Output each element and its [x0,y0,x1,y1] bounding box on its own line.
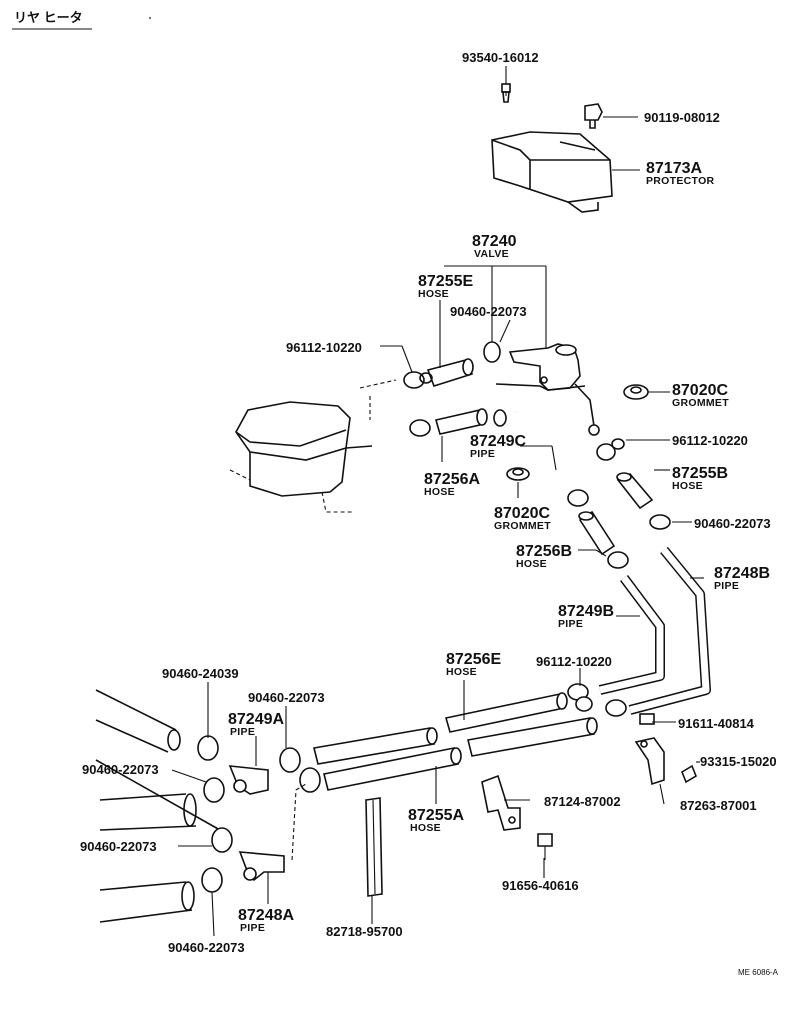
clamp-96112-a-part [403,371,433,389]
leader-lines [171,265,704,937]
label-87255b: 87255B [672,465,728,482]
seal-82718-part [365,797,383,897]
label-90460-22073-e: 90460-22073 [80,839,157,854]
label-87248b: 87248B [714,565,770,582]
label-87020c-b-name: GROMMET [494,520,551,532]
label-87249b-name: PIPE [558,618,583,630]
label-87173a: 87173A [646,160,702,177]
label-87020c-b: 87020C [494,505,550,522]
pipe-87248b-part [628,546,711,715]
label-87255a-name: HOSE [410,822,441,834]
label-87255e: 87255E [418,273,473,290]
bracket-87124-part [481,774,521,831]
hose-87256a-part [409,408,507,437]
clamp-96112-b-part [596,438,625,461]
label-90460-22073-d: 90460-22073 [82,762,159,777]
heater-unit-part [229,379,397,513]
label-90460-22073-c: 90460-22073 [248,690,325,705]
part-labels: 93540-16012 90119-08012 87173A PROTECTOR… [80,50,777,955]
label-91656-40616: 91656-40616 [502,878,579,893]
label-87020c-a-name: GROMMET [672,397,729,409]
label-87249a: 87249A [228,711,284,728]
label-87249c: 87249C [470,433,526,450]
label-87249c-name: PIPE [470,448,495,460]
label-87263-87001: 87263-87001 [680,798,757,813]
grommet-87020c-a-part [623,384,670,400]
hose-87255a-part [313,717,598,791]
label-87249b: 87249B [558,603,614,620]
label-87256e: 87256E [446,651,501,668]
bolt-90119-part [584,103,638,129]
screw-93540-part [501,66,511,103]
clamps-left-part [197,735,321,893]
pipe-87248a-part [238,783,307,882]
title-text: リヤ ヒータ [14,10,83,25]
label-87256a: 87256A [424,471,480,488]
protector-part [491,131,640,213]
label-87124-87002: 87124-87002 [544,794,621,809]
hose-87256e-part [444,692,568,733]
label-96112-10220-a: 96112-10220 [286,340,362,355]
label-91611-40814: 91611-40814 [678,716,755,731]
label-90460-22073-b: 90460-22073 [694,516,771,531]
label-93315-15020: 93315-15020 [700,754,777,769]
label-90460-24039: 90460-24039 [162,666,239,681]
label-90460-22073-f: 90460-22073 [168,940,245,955]
label-90460-22073-a: 90460-22073 [450,304,527,319]
label-93540-16012: 93540-16012 [462,50,539,65]
screw-93315-part [681,764,697,784]
label-87255b-name: HOSE [672,480,703,492]
label-87256a-name: HOSE [424,486,455,498]
label-87240-name: VALVE [474,248,509,260]
label-87020c-a: 87020C [672,382,728,399]
pipe-87249c-part [514,396,581,492]
label-87248a: 87248A [238,907,294,924]
label-87248b-name: PIPE [714,580,739,592]
label-87255a: 87255A [408,807,464,824]
grommet-87020c-b-part [506,467,530,481]
label-87173a-name: PROTECTOR [646,175,715,187]
label-96112-10220-b: 96112-10220 [672,433,748,448]
label-87256e-name: HOSE [446,666,477,678]
label-90119-08012: 90119-08012 [644,110,720,125]
label-87256b: 87256B [516,543,572,560]
figure-code: ME 6086-A [738,968,779,977]
bracket-87263-part [634,737,665,786]
clamp-96112-c-part [567,683,627,717]
label-87256b-name: HOSE [516,558,547,570]
left-pipes-part [95,689,221,923]
clamp-90460-valve-part [483,341,501,363]
bolt-91656-part [537,833,553,860]
label-87249a-name: PIPE [230,726,255,738]
label-87240: 87240 [472,233,517,250]
hose-87255e-part [426,358,474,387]
clamp-87256b-area-part [567,489,671,569]
label-96112-10220-c: 96112-10220 [536,654,612,669]
valve-part [495,343,600,436]
label-87248a-name: PIPE [240,922,265,934]
hose-87255b-part [616,472,654,510]
page-title: リヤ ヒータ [12,10,151,30]
pipe-87249a-part [228,765,269,795]
label-82718-95700: 82718-95700 [326,924,403,939]
hose-87256b-part [578,510,616,556]
label-87255e-name: HOSE [418,288,449,300]
pipe-87249b-part [598,575,665,695]
